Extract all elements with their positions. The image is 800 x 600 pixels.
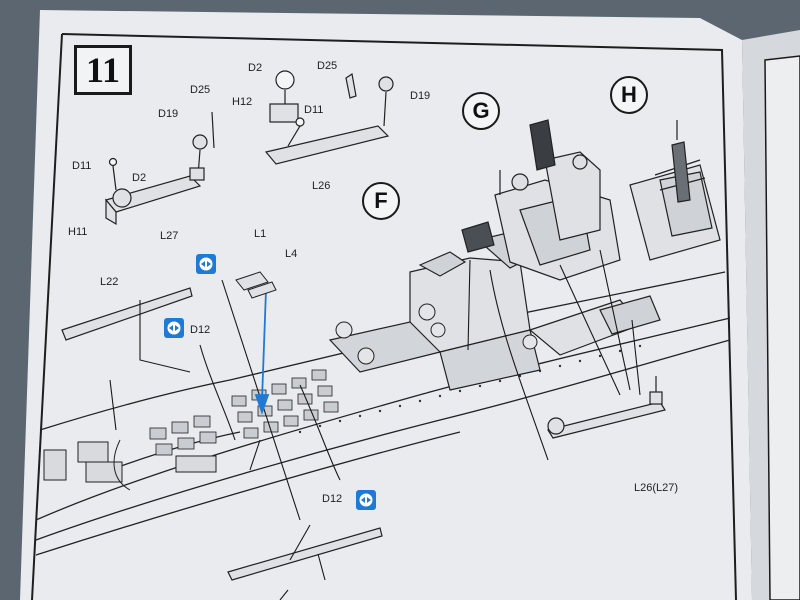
part-label: D19 <box>410 90 431 102</box>
part-label: D2 <box>248 62 263 74</box>
section-marker-g: G <box>462 92 500 130</box>
symmetry-icon <box>356 490 376 510</box>
page-frame <box>61 33 737 600</box>
mast-assembly-right <box>264 70 394 165</box>
rail-part-d12 <box>227 527 383 581</box>
launcher-unit <box>175 455 217 473</box>
rail-part-l22 <box>61 287 193 341</box>
symmetry-icon <box>164 318 184 338</box>
leader-lines <box>109 249 641 600</box>
symmetry-icon <box>196 254 216 274</box>
blue-placement-arrow <box>254 289 270 415</box>
part-label: D2 <box>132 172 147 184</box>
part-label: H12 <box>232 96 253 108</box>
mast-assembly-left <box>104 111 215 226</box>
part-label: H11 <box>68 226 88 238</box>
sensor-domes <box>335 303 538 365</box>
forward-deck-block <box>85 461 123 483</box>
section-marker-h: H <box>610 76 648 114</box>
part-label: L26(L27) <box>634 482 679 494</box>
part-label: D19 <box>158 108 179 120</box>
part-label: D12 <box>322 493 343 505</box>
radar-array <box>461 119 706 253</box>
rail-part-l26 <box>547 376 666 439</box>
part-label: D25 <box>190 84 211 96</box>
part-label: D12 <box>190 324 211 336</box>
deck-rivets <box>298 344 642 434</box>
forward-deck-block <box>77 441 109 463</box>
part-label: D25 <box>317 60 338 72</box>
part-label: L1 <box>254 228 267 240</box>
part-label: L22 <box>100 276 119 288</box>
parts-l1-l4 <box>235 271 277 299</box>
section-marker-f: F <box>362 182 400 220</box>
part-label: L27 <box>160 230 179 242</box>
part-label: D11 <box>72 160 92 172</box>
part-label: L4 <box>285 248 298 260</box>
part-label: L26 <box>312 180 331 192</box>
step-number-box: 11 <box>74 45 132 95</box>
part-label: D11 <box>304 104 324 116</box>
step-number: 11 <box>85 50 120 90</box>
